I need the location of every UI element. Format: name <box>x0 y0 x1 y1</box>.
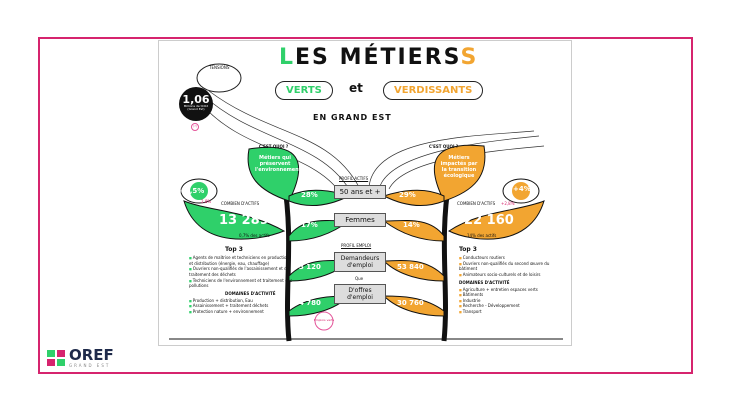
verd-pct-femmes: 14% <box>403 221 420 229</box>
verts-lists: Top 3 Agents de maîtrise et techniciens … <box>189 246 293 315</box>
list-item: Conducteurs routiers <box>459 255 563 261</box>
verd-demandeurs: 53 840 <box>397 263 424 271</box>
list-item: Protection nature + environnement <box>189 309 293 315</box>
list-item: Techniciens de l'environnement et traite… <box>189 278 293 289</box>
que-label: Que <box>355 276 364 281</box>
verts-share: 0,7% des actifs <box>239 233 270 238</box>
note-icon: (?) <box>191 123 199 131</box>
age-box: 50 ans et + <box>334 185 386 199</box>
verts-pct-femmes: 17% <box>301 221 318 229</box>
verd-top: Top 3 <box>459 246 477 253</box>
flower-icon <box>314 311 334 331</box>
verts-growth-pink: 2,8% <box>201 199 212 204</box>
oref-logo-icon <box>47 350 65 366</box>
main-title: LES MÉTIERSS <box>279 45 479 70</box>
profil-actifs: PROFIL ACTIFS <box>339 176 369 181</box>
verd-domains: Agriculture + entretien espaces vertsBât… <box>459 287 563 315</box>
demandeurs-box: Demandeurs d'emploi <box>334 252 386 272</box>
verts-top: Top 3 <box>225 246 243 253</box>
slide-frame <box>38 37 693 374</box>
verd-lists: Top 3 Conducteurs routiersOuvriers non-q… <box>459 246 563 315</box>
list-item: Transport <box>459 309 563 315</box>
list-item: Production + distribution, Eau <box>189 298 293 304</box>
list-item: Recherche - Développement <box>459 303 563 309</box>
list-item: Agents de maîtrise et techniciens en pro… <box>189 255 293 266</box>
offres-box: D'offres d'emploi <box>334 284 386 304</box>
verd-question: C'EST QUOI ? <box>429 144 459 149</box>
logo-name: OREF <box>69 346 114 364</box>
logo-sub: GRAND EST <box>69 363 111 368</box>
flower-label: Emplois verts <box>313 318 335 322</box>
verts-actifs: 13 289 <box>219 213 269 228</box>
verts-question: C'EST QUOI ? <box>259 144 289 149</box>
verts-demandeurs: 3 120 <box>299 263 321 271</box>
list-item: Ouvriers non-qualifiés du second œuvre d… <box>459 261 563 272</box>
verts-definition: Métiers qui préservent l'environnement <box>255 155 302 173</box>
gender-box: Femmes <box>334 213 386 227</box>
list-item: Assainissement + traitement déchets <box>189 303 293 309</box>
verdissants-label: VERDISSANTS <box>383 81 484 100</box>
orange-stem <box>441 180 452 342</box>
verd-howmany: COMBIEN D'ACTIFS <box>457 201 496 206</box>
verd-definition: Métiers impactés par la transition écolo… <box>440 155 478 179</box>
cloud-label: TENSIONS <box>209 65 230 70</box>
verts-domains: Production + distribution, EauAssainisse… <box>189 298 293 315</box>
verts-offres: 4 780 <box>299 299 321 307</box>
list-item: Bâtiments <box>459 292 563 298</box>
verts-growth: +3,5% <box>179 187 205 195</box>
verd-offres: 30 760 <box>397 299 424 307</box>
infographic: LES MÉTIERSS VERTS et VERDISSANTS EN GRA… <box>158 40 572 346</box>
oref-logo: OREF GRAND EST <box>47 348 114 368</box>
list-item: Agriculture + entretien espaces verts <box>459 287 563 293</box>
verts-howmany: COMBIEN D'ACTIFS <box>221 201 260 206</box>
green-leaf-actifs <box>183 200 286 240</box>
orange-butterfly-icon <box>502 178 540 204</box>
verd-pct-50: 29% <box>399 191 416 199</box>
region-label: EN GRAND EST <box>313 113 392 122</box>
et-label: et <box>349 81 363 95</box>
list-item: Ouvriers non-qualifiés de l'assainisseme… <box>189 266 293 277</box>
profil-emploi: PROFIL EMPLOI <box>341 243 372 248</box>
green-butterfly-icon <box>180 178 218 204</box>
verts-domains-title: DOMAINES D'ACTIVITÉ <box>225 290 276 296</box>
verd-domains-title: DOMAINES D'ACTIVITÉ <box>459 279 510 285</box>
cloud-icon <box>196 63 242 93</box>
verd-top-list: Conducteurs routiersOuvriers non-qualifi… <box>459 255 563 277</box>
list-item: Animateurs socio-culturels et de loisirs <box>459 272 563 278</box>
wind-lines <box>198 90 545 192</box>
verd-share: 14% des actifs <box>467 233 497 238</box>
verts-label: VERTS <box>275 81 333 100</box>
verts-pct-50: 28% <box>301 191 318 199</box>
verd-actifs: 322 160 <box>455 213 514 228</box>
list-item: Industrie <box>459 298 563 304</box>
orange-leaf-actifs <box>448 200 545 240</box>
verts-top-list: Agents de maîtrise et techniciens en pro… <box>189 255 293 289</box>
verd-growth-pink: +2,8% <box>501 201 515 206</box>
verd-growth: +4% <box>513 185 531 193</box>
